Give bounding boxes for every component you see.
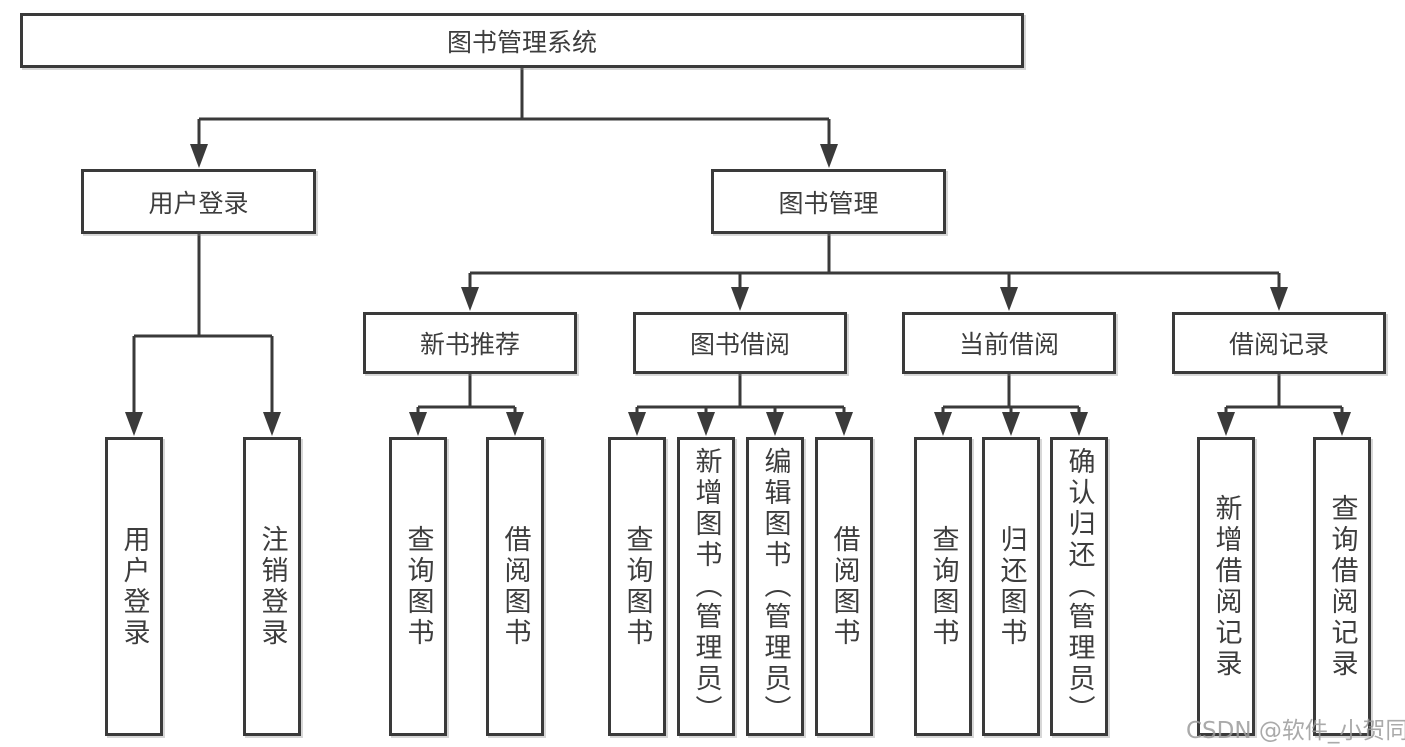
leaf-confirm-return-admin: 确认归还（管理员）	[1050, 437, 1108, 736]
connector-paths	[132, 68, 1344, 420]
leaf-query-borrow-record: 查询借阅记录	[1313, 437, 1371, 736]
leaf-add-borrow-record: 新增借阅记录	[1197, 437, 1255, 736]
leaf-user-login: 用户登录	[105, 437, 163, 736]
leaf-query-book-2: 查询图书	[608, 437, 666, 736]
leaf-borrow-book-1: 借阅图书	[486, 437, 544, 736]
watermark: CSDN @软件_小贺同学	[1186, 718, 1405, 744]
node-current-borrow: 当前借阅	[902, 312, 1116, 374]
leaf-edit-book-admin: 编辑图书（管理员）	[746, 437, 804, 736]
leaf-query-book-1: 查询图书	[389, 437, 447, 736]
node-library-management-system: 图书管理系统	[20, 13, 1024, 68]
leaf-logout: 注销登录	[243, 437, 301, 736]
node-borrow-record: 借阅记录	[1172, 312, 1386, 374]
leaf-add-book-admin: 新增图书（管理员）	[677, 437, 735, 736]
arrowhead-icons	[125, 144, 1351, 436]
node-book-borrow: 图书借阅	[633, 312, 847, 374]
leaf-return-book: 归还图书	[982, 437, 1040, 736]
node-book-management: 图书管理	[711, 169, 946, 234]
node-user-login: 用户登录	[81, 169, 316, 234]
leaf-query-book-3: 查询图书	[914, 437, 972, 736]
leaf-borrow-book-2: 借阅图书	[815, 437, 873, 736]
node-new-book-recommend: 新书推荐	[363, 312, 577, 374]
